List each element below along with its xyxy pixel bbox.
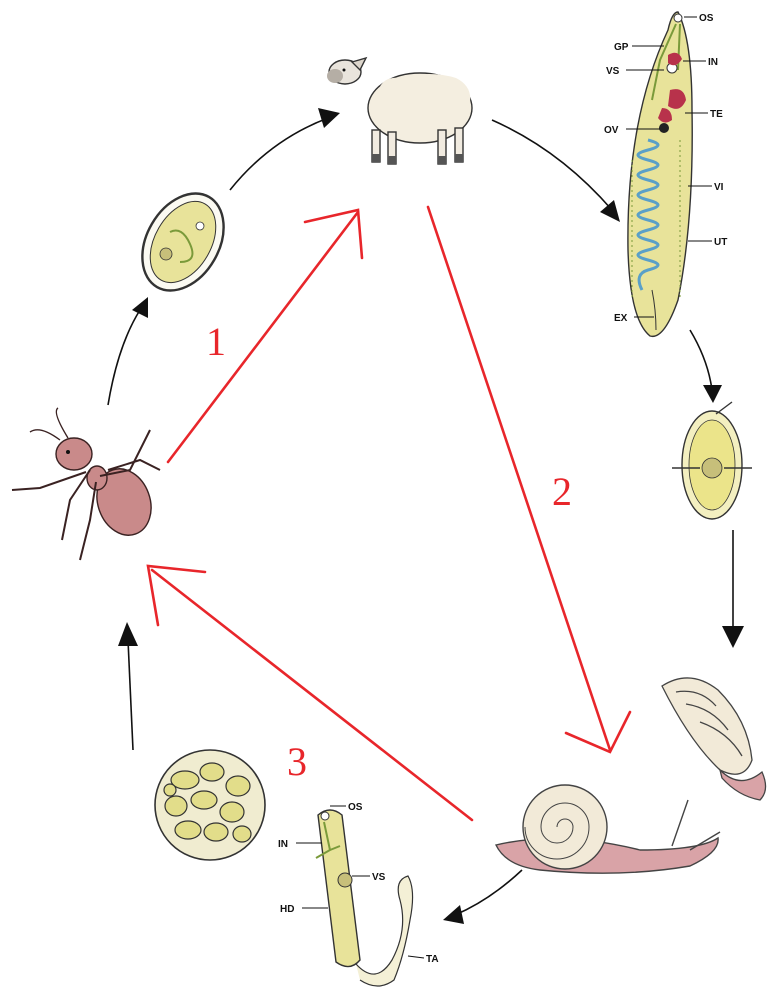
sporocyst-cyst-icon [155, 750, 265, 860]
arrow-snail-to-cercaria [455, 870, 522, 915]
metacercaria-icon [126, 179, 240, 305]
ant-icon [12, 408, 160, 560]
arrow-egg-to-sheep [230, 118, 328, 190]
arrow-sheep-to-fluke [492, 120, 612, 210]
cercaria-labels: OS IN VS HD TA [278, 802, 439, 965]
label-gp: GP [614, 42, 629, 53]
step-number-2: 2 [552, 469, 572, 514]
step-number-3: 3 [287, 739, 307, 784]
label-vs: VS [606, 66, 620, 77]
snail-icon [496, 785, 720, 873]
label-ov: OV [604, 125, 619, 136]
adult-fluke-icon [628, 12, 692, 336]
label-ex: EX [614, 313, 628, 324]
label-c-in: IN [278, 839, 288, 850]
miracidium-egg-icon [672, 402, 752, 519]
label-c-hd: HD [280, 904, 294, 915]
arrow-cyst-to-ant [128, 640, 133, 750]
label-ut: UT [714, 237, 727, 248]
arrow-ant-to-egg [108, 310, 140, 405]
snail-shell-icon [662, 678, 766, 800]
label-c-ta: TA [426, 954, 439, 965]
label-in: IN [708, 57, 718, 68]
cercaria-icon [316, 810, 413, 986]
step-number-1: 1 [206, 319, 226, 364]
label-c-vs: VS [372, 872, 386, 883]
label-os: OS [699, 13, 714, 24]
red-arrow-2-shaft [428, 207, 610, 750]
label-te: TE [710, 109, 723, 120]
sheep-icon [327, 58, 472, 164]
label-vi: VI [714, 182, 724, 193]
label-c-os: OS [348, 802, 363, 813]
arrow-fluke-to-egg [690, 330, 712, 390]
